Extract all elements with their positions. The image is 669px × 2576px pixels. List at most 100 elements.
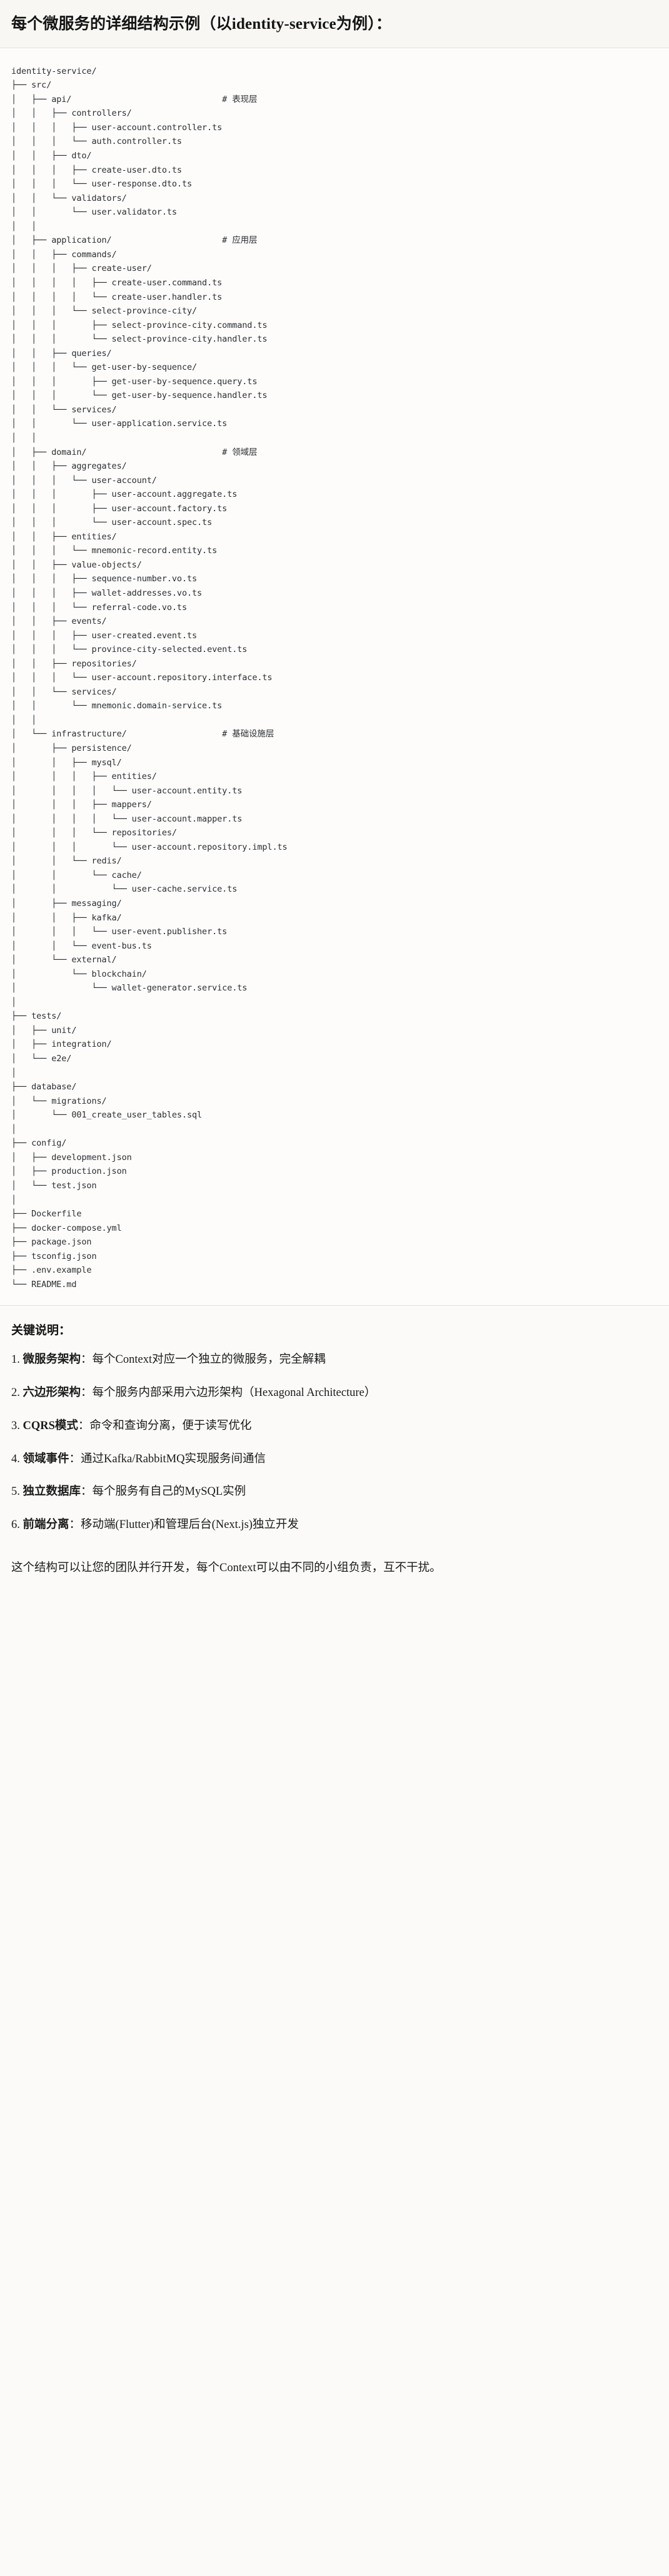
tree-line: │ │ └── redis/	[11, 856, 122, 867]
key-point-description: 移动端(Flutter)和管理后台(Next.js)独立开发	[81, 1519, 299, 1532]
tree-line: ├── tests/	[11, 1011, 62, 1022]
key-point-description: 通过Kafka/RabbitMQ实现服务间通信	[81, 1452, 266, 1465]
tree-line: │ │ │ │ └── user-account.mapper.ts	[11, 813, 243, 824]
tree-line: ├── config/	[11, 1138, 67, 1149]
tree-line: │ │ │ └── repositories/	[11, 828, 177, 838]
tree-line: │ │ └── services/	[11, 404, 117, 415]
tree-line: │ ├── integration/	[11, 1039, 112, 1050]
key-point-separator: ：	[69, 1452, 81, 1465]
tree-line: │ ├── api/ # 表现层	[11, 94, 258, 104]
tree-line: │ │ │ ├── select-province-city.command.t…	[11, 320, 268, 330]
tree-line: │ │ │ └── auth.controller.ts	[11, 136, 182, 147]
tree-line: ├── tsconfig.json	[11, 1251, 97, 1261]
tree-line: │ │ └── user-application.service.ts	[11, 419, 228, 429]
tree-line: ├── database/	[11, 1082, 77, 1092]
tree-line: │ │ │ ├── entities/	[11, 771, 157, 782]
tree-line: │ │ ├── events/	[11, 616, 107, 627]
tree-line: │ │ ├── entities/	[11, 531, 117, 542]
tree-line: │ │ │ └── user-account.spec.ts	[11, 517, 213, 528]
key-point-description: 每个Context对应一个独立的微服务，完全解耦	[92, 1353, 326, 1367]
key-point-separator: ：	[81, 1353, 93, 1367]
tree-line: │ │ │ └── referral-code.vo.ts	[11, 602, 187, 613]
tree-line: │ └── external/	[11, 955, 117, 965]
key-point-separator: ：	[78, 1419, 90, 1432]
tree-line: │ │ └── cache/	[11, 870, 142, 880]
key-point-term: 前端分离	[23, 1519, 69, 1532]
document-header: 每个微服务的详细结构示例（以identity-service为例）：	[0, 0, 669, 48]
tree-line: │ └── infrastructure/ # 基础设施层	[11, 729, 274, 740]
tree-line: ├── src/	[11, 80, 52, 91]
tree-line: │ │ │ │ └── create-user.handler.ts	[11, 292, 223, 302]
tree-line: │ │ │ └── user-response.dto.ts	[11, 179, 192, 190]
key-point-item: 3. CQRS模式：命令和查询分离，便于读写优化	[11, 1418, 658, 1435]
tree-line: │ │ ├── dto/	[11, 151, 92, 161]
key-point-number: 5.	[11, 1485, 23, 1499]
tree-line: │ │ ├── controllers/	[11, 108, 132, 119]
directory-tree-block: identity-service/ ├── src/ │ ├── api/ # 表现…	[0, 48, 669, 1306]
key-point-number: 3.	[11, 1419, 23, 1432]
tree-line: identity-service/	[11, 66, 97, 76]
key-point-item: 2. 六边形架构：每个服务内部采用六边形架构（Hexagonal Archite…	[11, 1385, 658, 1402]
key-point-number: 6.	[11, 1519, 23, 1532]
tree-line: ├── Dockerfile	[11, 1209, 82, 1219]
tree-line: │ │	[11, 715, 37, 725]
tree-line: │ ├── messaging/	[11, 899, 122, 909]
key-point-item: 5. 独立数据库：每个服务有自己的MySQL实例	[11, 1484, 658, 1501]
tree-line: │ │ │ ├── sequence-number.vo.ts	[11, 574, 198, 584]
tree-line: │ │ │ └── user-account.repository.impl.t…	[11, 842, 288, 852]
tree-line: │ │ │ ├── user-account.controller.ts	[11, 122, 223, 133]
tree-line: │ │ ├── mysql/	[11, 757, 122, 768]
tree-line: │ ├── persistence/	[11, 743, 132, 753]
tree-line: │ │ │ ├── user-account.factory.ts	[11, 503, 228, 514]
tree-line: │	[11, 1124, 17, 1134]
key-point-term: 领域事件	[23, 1452, 69, 1465]
tree-line: │ │	[11, 432, 37, 443]
key-point-number: 2.	[11, 1387, 23, 1400]
tree-line: │ │ │ ├── user-account.aggregate.ts	[11, 489, 238, 500]
tree-line: │ │ └── user-cache.service.ts	[11, 884, 238, 895]
tree-line: │	[11, 1194, 17, 1205]
key-point-item: 4. 领域事件：通过Kafka/RabbitMQ实现服务间通信	[11, 1451, 658, 1469]
tree-line: │ │ │ ├── get-user-by-sequence.query.ts	[11, 376, 258, 387]
key-point-separator: ：	[81, 1387, 93, 1400]
tree-line: │ │ │ └── user-event.publisher.ts	[11, 927, 228, 937]
tree-line: │ │ │ └── province-city-selected.event.t…	[11, 644, 248, 655]
tree-line: │ │ ├── aggregates/	[11, 461, 127, 472]
tree-line: │ │ ├── repositories/	[11, 658, 137, 669]
tree-line: │ │ └── user.validator.ts	[11, 207, 177, 218]
tree-line: │ ├── production.json	[11, 1166, 127, 1177]
tree-line: ├── .env.example	[11, 1265, 92, 1276]
tree-line: │ │ │ ├── user-created.event.ts	[11, 630, 198, 641]
key-point-term: 独立数据库	[23, 1485, 81, 1499]
tree-line: │ │ └── services/	[11, 686, 117, 697]
key-point-item: 6. 前端分离：移动端(Flutter)和管理后台(Next.js)独立开发	[11, 1517, 658, 1534]
tree-line: │ │ │ └── user-account.repository.interf…	[11, 673, 273, 683]
tree-line: │ │ │ └── user-account/	[11, 475, 157, 486]
tree-line: │ │	[11, 221, 37, 232]
directory-tree-code: identity-service/ ├── src/ │ ├── api/ # 表现…	[11, 64, 658, 1292]
tree-line: │ │ │ ├── create-user/	[11, 263, 152, 274]
tree-line: │ │ ├── value-objects/	[11, 559, 142, 570]
tree-line: │ │ │ │ └── user-account.entity.ts	[11, 785, 243, 796]
key-point-number: 4.	[11, 1452, 23, 1465]
tree-line: │ │ ├── queries/	[11, 348, 112, 359]
tree-line: │ │ │ └── mnemonic-record.entity.ts	[11, 546, 218, 556]
tree-line: │ └── e2e/	[11, 1054, 72, 1064]
tree-line: │ │ │ └── select-province-city/	[11, 306, 198, 317]
tree-line: │ │ │ ├── create-user.dto.ts	[11, 165, 182, 175]
key-point-term: 微服务架构	[23, 1353, 81, 1367]
tree-line: │	[11, 1067, 17, 1078]
key-point-separator: ：	[69, 1519, 81, 1532]
page-title: 每个微服务的详细结构示例（以identity-service为例）：	[11, 16, 392, 33]
tree-line: │ └── 001_create_user_tables.sql	[11, 1110, 203, 1121]
key-point-description: 每个服务有自己的MySQL实例	[92, 1485, 246, 1499]
tree-line: │ └── migrations/	[11, 1096, 107, 1106]
tree-line: │ │ │ ├── mappers/	[11, 800, 152, 810]
tree-line: │ │ └── event-bus.ts	[11, 940, 152, 951]
key-point-description: 每个服务内部采用六边形架构（Hexagonal Architecture）	[92, 1387, 376, 1400]
tree-line: │ │ └── mnemonic.domain-service.ts	[11, 701, 223, 711]
tree-line: │ │ │ └── get-user-by-sequence/	[11, 362, 198, 373]
key-point-separator: ：	[81, 1485, 93, 1499]
